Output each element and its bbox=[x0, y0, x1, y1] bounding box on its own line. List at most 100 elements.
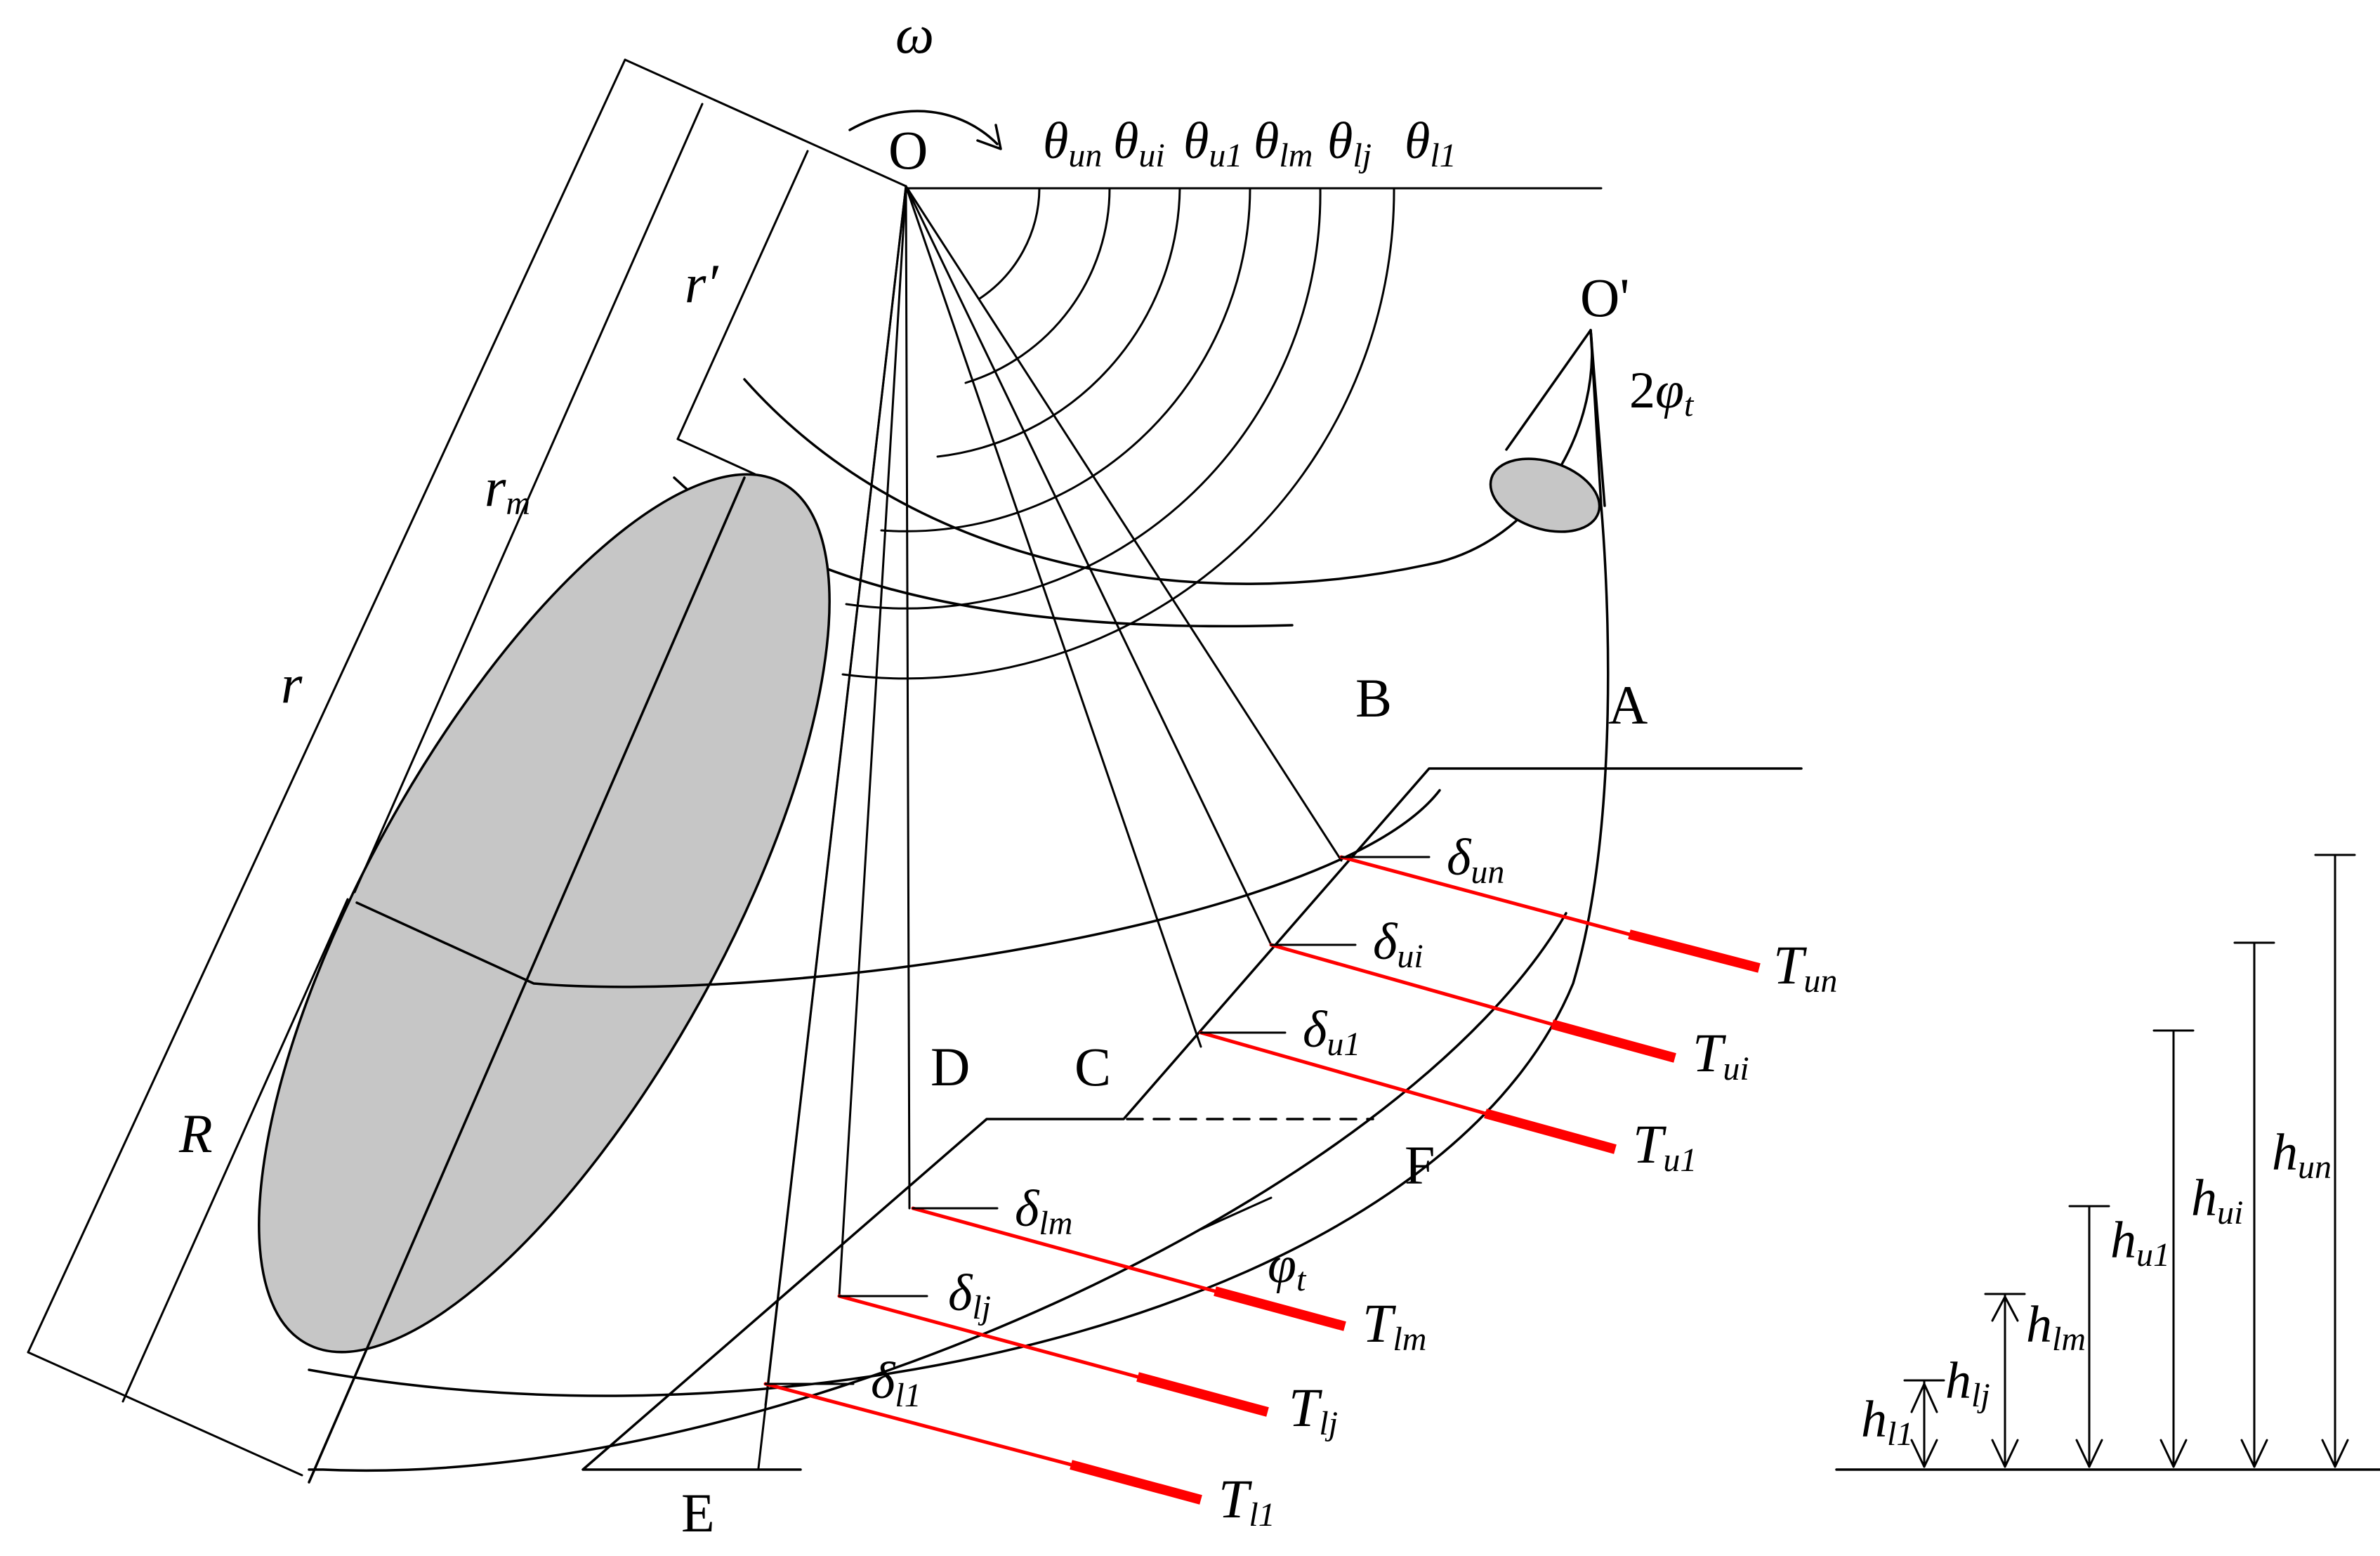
label-omega: ω bbox=[895, 4, 934, 65]
two-phi-sub: t bbox=[1684, 386, 1695, 424]
svg-text:θun: θun bbox=[1043, 112, 1102, 174]
svg-text:Tl1: Tl1 bbox=[1218, 1468, 1275, 1534]
theta-lj-symbol: θ bbox=[1327, 112, 1353, 170]
outer-log-spiral bbox=[308, 329, 1610, 1397]
tension-un-symbol: T bbox=[1773, 934, 1807, 995]
theta-u1-symbol: θ bbox=[1183, 112, 1209, 170]
label-B: B bbox=[1355, 667, 1392, 728]
middle-surface-curve bbox=[308, 912, 1567, 1472]
anchor-line-lj bbox=[837, 1294, 1140, 1379]
phi-t-angle-mark bbox=[1199, 1196, 1273, 1231]
height-ui-sub: ui bbox=[2217, 1194, 2243, 1231]
svg-text:δlj: δlj bbox=[948, 1264, 991, 1326]
svg-text:δu1: δu1 bbox=[1303, 1001, 1360, 1063]
height-lm-symbol: h bbox=[2026, 1296, 2052, 1354]
svg-text:Tui: Tui bbox=[1692, 1022, 1749, 1087]
svg-text:Tlm: Tlm bbox=[1362, 1293, 1426, 1358]
height-un-sub: un bbox=[2298, 1149, 2332, 1186]
delta-l1-symbol: δ bbox=[871, 1352, 896, 1410]
label-R: R bbox=[178, 1103, 213, 1164]
label-E: E bbox=[681, 1482, 715, 1543]
inner-log-spiral bbox=[743, 329, 1593, 585]
rotating-body-section bbox=[258, 473, 1441, 1484]
svg-text:φt: φt bbox=[1268, 1236, 1307, 1298]
anchor-line-lm bbox=[911, 1206, 1217, 1293]
two-phi-prefix: 2 bbox=[1629, 362, 1655, 419]
delta-u1-sub: u1 bbox=[1327, 1026, 1360, 1063]
svg-text:Tun: Tun bbox=[1773, 934, 1837, 1000]
svg-text:θlj: θlj bbox=[1327, 112, 1372, 174]
anchor-line-ui bbox=[1269, 943, 1554, 1026]
theta-ui-symbol: θ bbox=[1113, 112, 1138, 170]
theta-arcs bbox=[841, 187, 1395, 680]
anchor-bond-u1 bbox=[1484, 1109, 1617, 1154]
height-bars bbox=[1835, 854, 2380, 1471]
anchor-line-un bbox=[1339, 855, 1631, 936]
delta-ui-sub: ui bbox=[1397, 938, 1423, 975]
label-r: r bbox=[281, 653, 303, 714]
label-O-prime: O' bbox=[1580, 267, 1629, 328]
tension-ui-sub: ui bbox=[1723, 1050, 1749, 1087]
height-u1-sub: u1 bbox=[2136, 1236, 2170, 1274]
labels: O O' A B C D E F ω θun θui θu1 θlm θlj θ… bbox=[178, 4, 2332, 1543]
label-F: F bbox=[1405, 1135, 1435, 1196]
height-lm-sub: lm bbox=[2052, 1321, 2086, 1358]
anchor-bond-un bbox=[1628, 929, 1761, 973]
anchor-bond-lj bbox=[1136, 1372, 1269, 1417]
tension-l1-symbol: T bbox=[1218, 1468, 1252, 1529]
theta-u1-sub: u1 bbox=[1209, 137, 1242, 174]
label-C: C bbox=[1074, 1036, 1111, 1097]
delta-lm-sub: lm bbox=[1039, 1205, 1072, 1242]
anchors bbox=[763, 855, 1761, 1505]
anchor-bond-ui bbox=[1551, 1019, 1676, 1063]
delta-l1-sub: l1 bbox=[895, 1377, 921, 1414]
svg-text:hu1: hu1 bbox=[2110, 1212, 2170, 1274]
label-O: O bbox=[888, 119, 928, 181]
svg-text:hun: hun bbox=[2272, 1124, 2332, 1186]
height-lj-symbol: h bbox=[1945, 1352, 1971, 1410]
tension-lj-sub: lj bbox=[1319, 1405, 1338, 1442]
height-u1-symbol: h bbox=[2110, 1212, 2136, 1269]
theta-lm-symbol: θ bbox=[1254, 112, 1279, 170]
two-phi-symbol: φ bbox=[1655, 362, 1684, 419]
delta-un-sub: un bbox=[1471, 854, 1504, 891]
label-A: A bbox=[1608, 674, 1648, 735]
radius-dimensions bbox=[27, 58, 907, 1477]
delta-lm-symbol: δ bbox=[1015, 1180, 1040, 1238]
svg-text:Tu1: Tu1 bbox=[1633, 1113, 1697, 1179]
tension-lm-sub: lm bbox=[1393, 1321, 1426, 1358]
height-lj-sub: lj bbox=[1971, 1377, 1990, 1414]
delta-lj-sub: lj bbox=[972, 1289, 991, 1326]
height-l1-symbol: h bbox=[1861, 1391, 1887, 1449]
svg-text:hlj: hlj bbox=[1945, 1352, 1990, 1414]
tension-ui-symbol: T bbox=[1692, 1022, 1726, 1083]
svg-text:θu1: θu1 bbox=[1183, 112, 1242, 174]
anchor-line-u1 bbox=[1199, 1031, 1487, 1116]
tension-lj-symbol: T bbox=[1289, 1377, 1322, 1438]
theta-l1-symbol: θ bbox=[1405, 112, 1430, 170]
label-D: D bbox=[931, 1036, 970, 1097]
cone-section bbox=[1489, 457, 1601, 533]
svg-text:Tlj: Tlj bbox=[1289, 1377, 1338, 1442]
tension-un-sub: un bbox=[1803, 962, 1837, 1000]
svg-text:2φt: 2φt bbox=[1629, 362, 1695, 424]
slope-profile bbox=[581, 767, 1803, 1471]
anchor-line-l1 bbox=[763, 1382, 1073, 1467]
theta-un-symbol: θ bbox=[1043, 112, 1068, 170]
theta-ui-sub: ui bbox=[1138, 137, 1164, 174]
svg-text:δl1: δl1 bbox=[871, 1352, 921, 1414]
theta-lm-sub: lm bbox=[1279, 137, 1313, 174]
svg-text:rm: rm bbox=[485, 457, 530, 522]
svg-text:hlm: hlm bbox=[2026, 1296, 2086, 1358]
tension-u1-sub: u1 bbox=[1663, 1142, 1697, 1179]
height-l1-sub: l1 bbox=[1887, 1416, 1913, 1453]
svg-text:hl1: hl1 bbox=[1861, 1391, 1913, 1453]
cone-apex-lines bbox=[1505, 329, 1606, 507]
phi-t-sub: t bbox=[1296, 1261, 1307, 1298]
delta-un-symbol: δ bbox=[1447, 829, 1472, 887]
radial-lines-from-O bbox=[757, 185, 1343, 1470]
svg-text:θl1: θl1 bbox=[1405, 112, 1457, 174]
theta-lj-sub: lj bbox=[1353, 137, 1372, 174]
tension-l1-sub: l1 bbox=[1249, 1496, 1275, 1534]
